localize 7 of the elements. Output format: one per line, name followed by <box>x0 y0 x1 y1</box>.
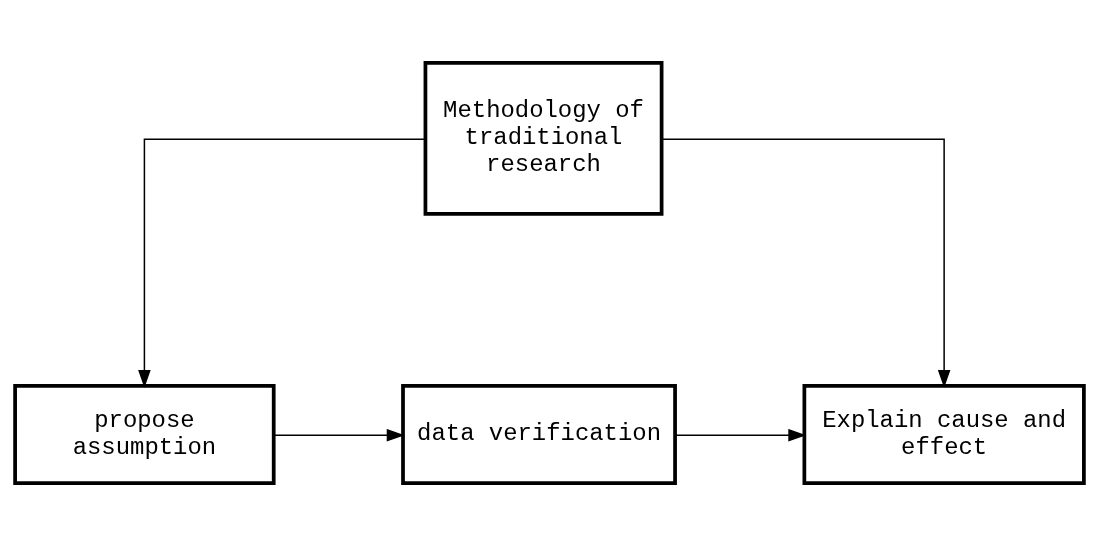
node-box: data verification <box>401 384 677 485</box>
node-box: Explain cause and effect <box>802 384 1086 485</box>
node-box: Methodology of traditional research <box>423 61 664 216</box>
arrow <box>138 138 427 388</box>
node-box: propose assumption <box>13 384 276 485</box>
arrow <box>273 428 405 442</box>
arrow <box>661 138 951 388</box>
